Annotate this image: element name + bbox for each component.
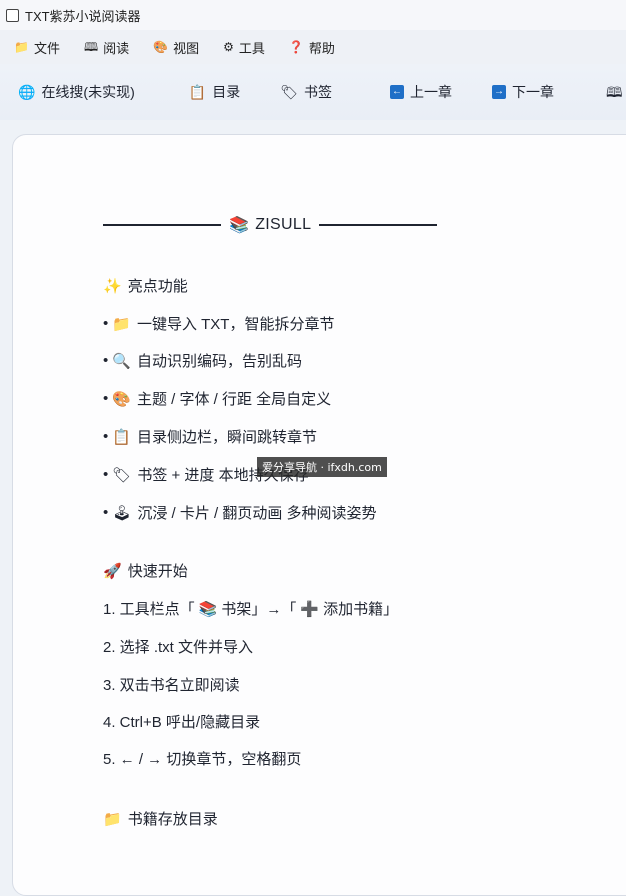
folder-icon: 📁 xyxy=(103,810,122,828)
heading-title: 📚 ZISULL xyxy=(229,215,311,235)
next-chapter-label: 下一章 xyxy=(511,84,554,100)
bookmark-label: 书签 xyxy=(303,84,332,100)
question-icon: ❓ xyxy=(288,40,304,54)
menu-read-label: 阅读 xyxy=(103,40,130,56)
sparkle-icon: ✨ xyxy=(103,277,122,295)
bullet: • xyxy=(103,352,109,369)
menu-read[interactable]: 🕮 阅读 xyxy=(82,35,131,59)
folder-icon: 📁 xyxy=(14,40,29,54)
bullet: • xyxy=(103,466,109,483)
online-search-button[interactable]: 🌐 在线搜(未实现) xyxy=(14,75,139,109)
books-icon: 📚 xyxy=(198,600,218,618)
feature-text: 自动识别编码，告别乱码 xyxy=(136,353,302,370)
step-item: 1. 工具栏点「 📚 书架」→「 ➕ 添加书籍」 xyxy=(103,598,398,619)
arrow-right-icon: → xyxy=(491,85,506,99)
toolbar: 🌐 在线搜(未实现) 📋 目录 🏷 书签 ← 上一章 → 下一章 🕮 沉浸 xyxy=(0,64,626,121)
window-title: TXT紫苏小说阅读器 xyxy=(25,8,141,24)
menu-tools-label: 工具 xyxy=(238,40,265,56)
doc-heading: 📚 ZISULL xyxy=(103,215,438,235)
feature-text: 主题 / 字体 / 行距 全局自定义 xyxy=(136,391,332,408)
feature-text: 一键导入 TXT，智能拆分章节 xyxy=(136,316,335,333)
menu-bar: 📁 文件 🕮 阅读 🎨 视图 ⚙ 工具 ❓ 帮助 xyxy=(0,30,626,65)
menu-tools[interactable]: ⚙ 工具 xyxy=(221,35,267,59)
bookmark-icon: 🏷 xyxy=(112,466,132,484)
plus-icon: ➕ xyxy=(300,600,320,618)
heading-rule-left xyxy=(103,224,221,226)
online-search-label: 在线搜(未实现) xyxy=(41,84,135,100)
palette-icon: 🎨 xyxy=(112,390,131,408)
magnifier-icon: 🔍 xyxy=(112,352,131,370)
gear-icon: ⚙ xyxy=(223,40,234,54)
toc-label: 目录 xyxy=(212,84,241,100)
step-text: 2. 选择 .txt 文件并导入 xyxy=(103,639,254,656)
storage-title-label: 书籍存放目录 xyxy=(127,811,218,828)
books-icon: 📚 xyxy=(229,217,250,234)
quickstart-title: 🚀 快速开始 xyxy=(103,560,188,581)
joystick-icon: 🕹 xyxy=(112,504,132,522)
step-item: 3. 双击书名立即阅读 xyxy=(103,674,240,695)
bullet: • xyxy=(103,428,109,445)
heading-label: ZISULL xyxy=(255,216,312,233)
bullet: • xyxy=(103,315,109,332)
feature-item: • 🎨 主题 / 字体 / 行距 全局自定义 xyxy=(103,388,331,409)
feature-item: • 📋 目录侧边栏，瞬间跳转章节 xyxy=(103,426,317,447)
menu-help[interactable]: ❓ 帮助 xyxy=(287,35,337,59)
next-chapter-button[interactable]: → 下一章 xyxy=(488,75,558,109)
title-bar: TXT紫苏小说阅读器 xyxy=(0,0,626,30)
immersive-button[interactable]: 🕮 沉浸 xyxy=(602,75,626,109)
quickstart-title-label: 快速开始 xyxy=(127,563,188,580)
palette-icon: 🎨 xyxy=(153,40,169,54)
bookmark-button[interactable]: 🏷 书签 xyxy=(276,75,336,109)
step-text: 3. 双击书名立即阅读 xyxy=(103,677,240,694)
feature-item: • 📁 一键导入 TXT，智能拆分章节 xyxy=(103,313,334,334)
step-text: 添加书籍」 xyxy=(323,601,399,618)
features-title-label: 亮点功能 xyxy=(127,278,188,295)
clipboard-icon: 📋 xyxy=(112,428,131,446)
step-item: 5. ← / → 切换章节，空格翻页 xyxy=(103,748,301,769)
globe-icon: 🌐 xyxy=(18,84,36,100)
step-text: 5. ← / → 切换章节，空格翻页 xyxy=(103,751,302,768)
features-title: ✨ 亮点功能 xyxy=(103,275,188,296)
bullet: • xyxy=(103,390,109,407)
storage-title: 📁 书籍存放目录 xyxy=(103,808,218,829)
bullet: • xyxy=(103,504,109,521)
prev-chapter-label: 上一章 xyxy=(409,84,452,100)
clipboard-icon: 📋 xyxy=(188,84,207,100)
feature-item: • 🔍 自动识别编码，告别乱码 xyxy=(103,350,302,371)
prev-chapter-button[interactable]: ← 上一章 xyxy=(386,75,456,109)
folder-icon: 📁 xyxy=(112,315,131,333)
step-text: 4. Ctrl+B 呼出/隐藏目录 xyxy=(103,714,261,731)
rocket-icon: 🚀 xyxy=(103,562,122,580)
feature-text: 目录侧边栏，瞬间跳转章节 xyxy=(136,429,317,446)
menu-view-label: 视图 xyxy=(173,40,200,56)
arrow-left-icon: ← xyxy=(389,85,404,99)
reading-page[interactable]: 📚 ZISULL ✨ 亮点功能 • 📁 一键导入 TXT，智能拆分章节 • 🔍 … xyxy=(12,134,626,896)
menu-file[interactable]: 📁 文件 xyxy=(12,35,62,59)
app-icon xyxy=(6,8,19,22)
book-icon: 🕮 xyxy=(83,40,99,54)
menu-help-label: 帮助 xyxy=(308,40,335,56)
toc-button[interactable]: 📋 目录 xyxy=(185,75,244,109)
book-icon: 🕮 xyxy=(605,84,623,100)
menu-file-label: 文件 xyxy=(33,40,60,56)
feature-text: 沉浸 / 卡片 / 翻页动画 多种阅读姿势 xyxy=(137,505,377,522)
reading-area: 📚 ZISULL ✨ 亮点功能 • 📁 一键导入 TXT，智能拆分章节 • 🔍 … xyxy=(0,120,626,896)
watermark-overlay: 爱分享导航 · ifxdh.com xyxy=(257,457,387,477)
feature-item: • 🕹 沉浸 / 卡片 / 翻页动画 多种阅读姿势 xyxy=(103,502,377,523)
step-text: 书架」→「 xyxy=(221,601,297,618)
menu-view[interactable]: 🎨 视图 xyxy=(151,35,201,59)
heading-rule-right xyxy=(319,224,438,226)
tag-icon: 🏷 xyxy=(280,84,298,100)
step-item: 4. Ctrl+B 呼出/隐藏目录 xyxy=(103,711,260,732)
step-text: 1. 工具栏点「 xyxy=(103,601,195,618)
step-item: 2. 选择 .txt 文件并导入 xyxy=(103,636,253,657)
